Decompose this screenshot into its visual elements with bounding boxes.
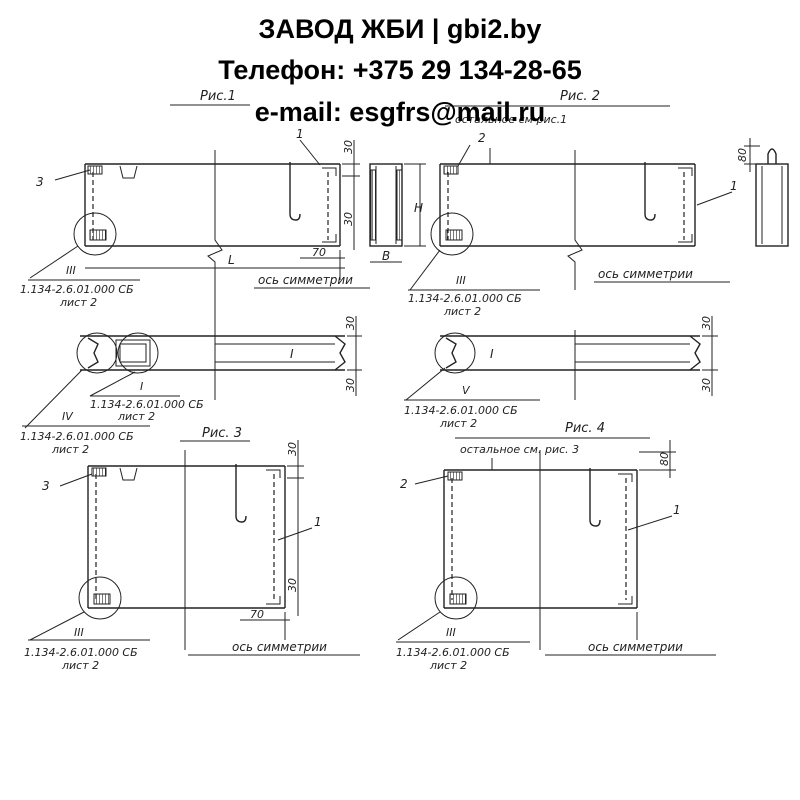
fig1-ref: 1.134-2.6.01.000 СБ: [20, 283, 134, 296]
fig2-note: остальное см рис.1: [455, 113, 567, 126]
fig3-ref: 1.134-2.6.01.000 СБ: [24, 646, 138, 659]
fig2-ref: 1.134-2.6.01.000 СБ: [408, 292, 522, 305]
section-dim-H: H: [414, 201, 423, 215]
plan-left-sheet-I: лист 2: [117, 410, 155, 423]
plan-left-ref-I: 1.134-2.6.01.000 СБ: [90, 398, 204, 411]
fig1-dim-30-bottom: 30: [342, 212, 355, 226]
fig4-title: Рис. 4: [565, 421, 605, 436]
fig2-dim-80: 80: [736, 148, 749, 162]
plan-left-dim-30-top: 30: [344, 316, 357, 330]
plan-right-dim-30-bottom: 30: [700, 378, 713, 392]
fig1-callout-3: 3: [36, 175, 44, 189]
plan-left-ref-IV: 1.134-2.6.01.000 СБ: [20, 430, 134, 443]
plan-right-ref: 1.134-2.6.01.000 СБ: [404, 404, 518, 417]
fig3-dim-30-top: 30: [286, 442, 299, 456]
figure-1: Рис.1 1 3 30 30 70 L ось си: [20, 89, 370, 400]
fig1-axis: ось симметрии: [258, 273, 353, 287]
plan-right-callout-I: I: [490, 347, 494, 361]
fig4-node: III: [446, 626, 456, 639]
plan-left-callout-I: I: [290, 347, 294, 361]
fig4-dim-80: 80: [658, 452, 671, 466]
plan-left-node-IV: IV: [62, 410, 74, 423]
fig2-axis: ось симметрии: [598, 267, 693, 281]
figure-2: Рис. 2 остальное см рис.1 2 1 80 ось сим…: [408, 89, 789, 318]
fig1-title: Рис.1: [200, 89, 236, 104]
fig1-callout-1: 1: [296, 127, 304, 141]
fig1-dim-70: 70: [312, 246, 326, 259]
section-dim-B: B: [382, 249, 390, 263]
fig1-dim-L: L: [228, 253, 235, 267]
fig2-callout-1: 1: [730, 179, 738, 193]
cross-section: H B: [369, 163, 426, 263]
fig3-sheet: лист 2: [61, 659, 99, 672]
watermark-company: ЗАВОД ЖБИ | gbi2.by: [258, 14, 542, 44]
fig1-node: III: [66, 264, 76, 277]
fig4-callout-1: 1: [673, 503, 681, 517]
plan-left: I 30 30 I 1.134-2.6.01.000 СБ лист 2 IV …: [20, 316, 362, 456]
fig4-callout-2: 2: [400, 477, 408, 491]
fig2-callout-2: 2: [478, 131, 486, 145]
fig2-sheet: лист 2: [443, 305, 481, 318]
fig3-callout-3: 3: [42, 479, 50, 493]
plan-right-dim-30-top: 30: [700, 316, 713, 330]
fig3-dim-70: 70: [250, 608, 264, 621]
plan-right: I 30 30 V 1.134-2.6.01.000 СБ лист 2: [404, 316, 718, 430]
fig2-node: III: [456, 274, 466, 287]
fig1-sheet: лист 2: [59, 296, 97, 309]
fig4-axis: ось симметрии: [588, 640, 683, 654]
plan-left-dim-30-bottom: 30: [344, 378, 357, 392]
fig3-axis: ось симметрии: [232, 640, 327, 654]
figure-3: Рис. 3 3 1 30 30 70 ось симметрии III: [24, 426, 360, 672]
watermark-phone: Телефон: +375 29 134-28-65: [218, 55, 582, 85]
plan-left-node-I: I: [140, 380, 143, 393]
plan-right-node: V: [462, 384, 471, 397]
fig3-dim-30-bottom: 30: [286, 578, 299, 592]
fig3-node: III: [74, 626, 84, 639]
fig2-title: Рис. 2: [560, 89, 600, 104]
fig3-callout-1: 1: [314, 515, 322, 529]
fig4-ref: 1.134-2.6.01.000 СБ: [396, 646, 510, 659]
fig4-note: остальное см. рис. 3: [460, 443, 579, 456]
watermark-email: e-mail: esgfrs@mail.ru: [254, 97, 546, 127]
plan-left-sheet-IV: лист 2: [51, 443, 89, 456]
plan-right-sheet: лист 2: [439, 417, 477, 430]
figure-4: Рис. 4 остальное см. рис. 3 2 1 80 ось с…: [396, 421, 716, 672]
fig4-sheet: лист 2: [429, 659, 467, 672]
fig1-dim-30-top: 30: [342, 140, 355, 154]
fig3-title: Рис. 3: [202, 426, 242, 441]
